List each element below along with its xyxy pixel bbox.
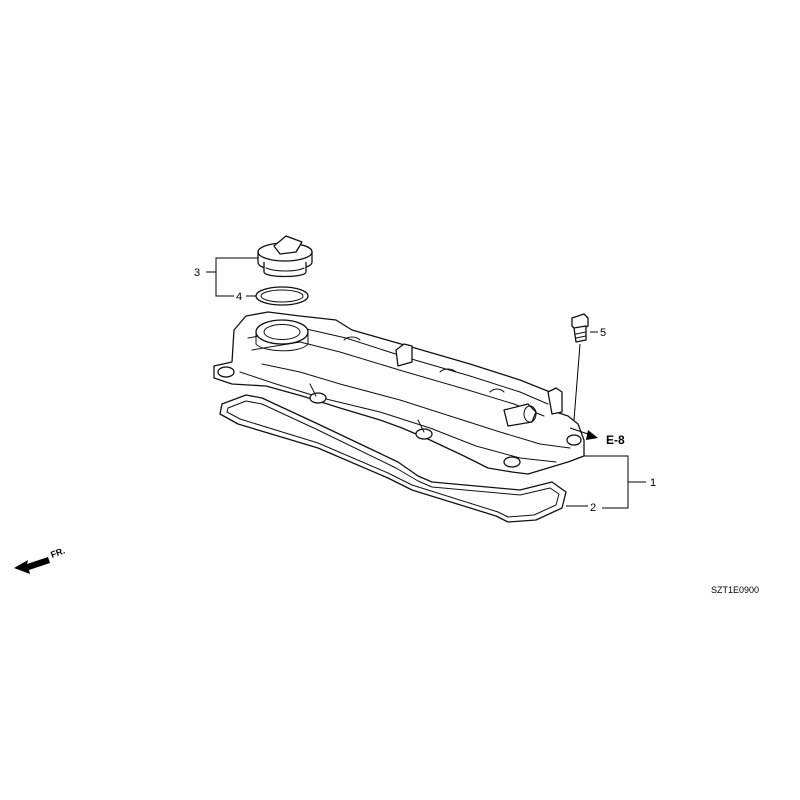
callout-4: 4: [236, 291, 242, 303]
callout-1: 1: [650, 477, 656, 489]
front-direction-marker: FR.: [14, 546, 66, 574]
oil-filler-cap[interactable]: [257, 235, 313, 278]
callout-2: 2: [590, 502, 596, 514]
front-arrow-icon: [14, 557, 50, 574]
reference-e8[interactable]: E-8: [606, 433, 625, 447]
diagram-code: SZT1E0900: [711, 585, 759, 595]
callout-3: 3: [194, 267, 200, 279]
head-cover[interactable]: [213, 311, 585, 475]
head-cover-gasket[interactable]: [219, 394, 567, 523]
reference-arrow-icon: [586, 430, 598, 440]
callout-5: 5: [600, 327, 606, 339]
head-cover-bolt[interactable]: [571, 313, 589, 343]
front-label: FR.: [49, 546, 66, 560]
o-ring[interactable]: [255, 286, 309, 306]
